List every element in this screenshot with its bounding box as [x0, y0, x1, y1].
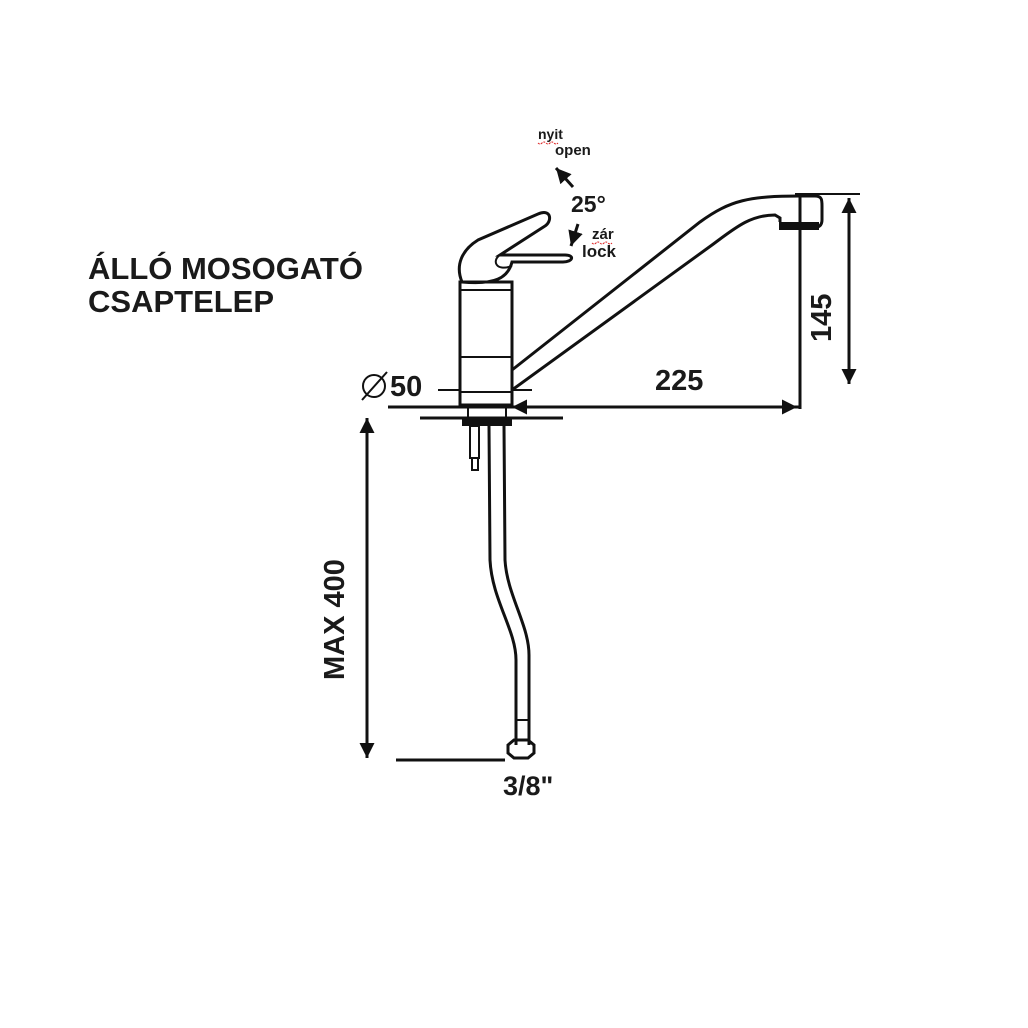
diameter-label: 50 [390, 371, 422, 403]
diameter-symbol-icon [361, 371, 388, 401]
reach-label: 225 [655, 365, 703, 397]
open-arrow-icon [554, 166, 575, 189]
title-line-1: ÁLLÓ MOSOGATÓ [88, 250, 363, 286]
open-label-en: open [555, 142, 591, 159]
lock-label-hu: zár [592, 226, 614, 243]
angle-label: 25° [571, 191, 606, 217]
open-label-hu: nyit [538, 126, 563, 142]
faucet-body [458, 280, 514, 407]
supply-hose [487, 425, 536, 760]
hose-nut [506, 738, 536, 760]
hose-length-label: MAX 400 [319, 559, 351, 680]
connection-size-label: 3/8" [503, 771, 553, 801]
mounting-stud [469, 425, 480, 459]
lock-label-en: lock [582, 242, 617, 261]
mounting-nut [462, 418, 512, 426]
lock-arrow-icon [568, 223, 583, 247]
height-label: 145 [806, 294, 838, 342]
spout [511, 194, 824, 392]
title-line-2: CSAPTELEP [88, 284, 274, 319]
lever-handle [457, 211, 573, 285]
